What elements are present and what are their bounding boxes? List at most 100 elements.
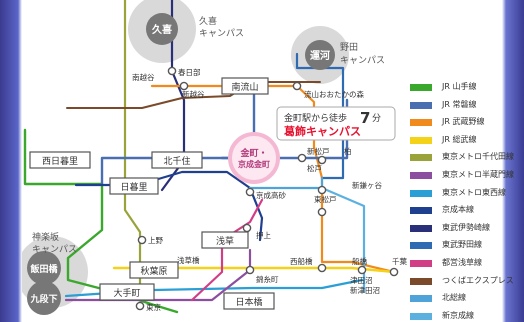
katsushika-callout [276, 106, 396, 141]
line-shinkeisei [320, 186, 366, 294]
legend-swatch [410, 224, 432, 232]
box-nihonbashi [223, 292, 275, 310]
kanamachi-station-highlight [228, 132, 280, 184]
legend-label: 東京メトロ半蔵門線 [442, 169, 514, 179]
legend-swatch [410, 242, 432, 250]
kuki-label-line1: 久喜 [199, 15, 217, 27]
station-dot-shinkoshigaya [179, 81, 189, 91]
box-asakusa [201, 231, 249, 249]
legend-swatch [410, 119, 432, 127]
legend-swatch [410, 277, 432, 285]
line-chiyoda [123, 0, 142, 292]
legend-item: 新京成線 [410, 309, 505, 322]
kudanshita-badge [27, 281, 61, 315]
legend-label: 京成本線 [442, 205, 474, 215]
station-dot-shinkamagaya [317, 207, 327, 217]
station-dot-kinshicho [245, 265, 255, 275]
station-otemachi: 大手町 [113, 287, 140, 299]
legend-item: JR 武蔵野線 [410, 115, 505, 133]
station-nishifunabashi: 西船橋 [290, 256, 313, 266]
kuki-campus-badge [146, 13, 178, 45]
station-dot-kasukabe [167, 66, 177, 76]
box-nippori [109, 177, 159, 195]
legend-swatch [410, 171, 432, 179]
station-chiba: 千葉 [392, 256, 407, 266]
legend-item: 北総線 [410, 291, 505, 309]
legend-item: 東京メトロ東西線 [410, 186, 506, 204]
station-matsudo: 松戸 [307, 163, 322, 173]
kagurazaka-label-line1: 神楽坂 [32, 231, 59, 243]
legend-item: 東京メトロ半蔵門線 [410, 168, 514, 186]
legend-label: 東武野田線 [442, 240, 482, 250]
line-joban [100, 98, 349, 186]
legend-swatch [410, 154, 432, 162]
legend-label: 東京メトロ東西線 [442, 187, 506, 197]
legend-swatch [410, 259, 432, 267]
legend-label: JR 常磐線 [442, 99, 477, 109]
station-dot-shinmatsudo [297, 153, 307, 163]
station-asakusa: 浅草 [216, 235, 234, 247]
iidabashi-badge-text: 飯田橋 [29, 263, 58, 275]
station-dot-matsudo [317, 155, 327, 165]
box-nishinippori [29, 151, 91, 169]
unga-campus-badge [305, 40, 335, 70]
callout-unit: 分 [372, 113, 381, 124]
station-dot-tokyo [135, 301, 145, 311]
legend-label: 東武伊勢崎線 [442, 222, 490, 232]
iidabashi-badge [27, 251, 61, 285]
line-tobu-noda [295, 52, 345, 180]
legend-item: 京成本線 [410, 203, 505, 221]
box-kitasenju [151, 151, 203, 169]
station-shinmatsudo: 新松戸 [307, 146, 330, 156]
station-funabashi: 船橋 [352, 256, 367, 266]
legend-swatch [410, 84, 432, 91]
unga-label-line1: 野田 [340, 42, 358, 53]
kudanshita-badge-text: 九段下 [29, 293, 57, 305]
station-dot-funabashi [357, 265, 367, 275]
station-tsudanuma: 津田沼 [350, 276, 373, 285]
legend-item: つくばエクスプレス [410, 274, 514, 292]
legend-label: JR 山手線 [442, 82, 477, 91]
line-asakusa [190, 198, 264, 302]
station-shinkamagaya: 新鎌ヶ谷 [352, 180, 382, 190]
line-legend: JR 山手線 JR 常磐線 JR 武蔵野線 JR 総武線東京メトロ千代田線東京メトロ半… [410, 80, 514, 322]
station-dot-oshiage [242, 223, 252, 233]
station-kitasenju: 北千住 [163, 155, 190, 167]
callout-line2: 葛飾キャンパス [283, 124, 361, 138]
legend-swatch [410, 312, 432, 320]
station-akihabara: 秋葉原 [140, 265, 167, 277]
station-keisei-takasago: 京成高砂 [256, 190, 286, 200]
station-tokyo: 東京 [146, 302, 161, 312]
station-dot-chiba [389, 267, 399, 277]
legend-item: 東京メトロ千代田線 [410, 150, 514, 168]
station-dot-nishifunabashi [317, 263, 327, 273]
legend-label: JR 総武線 [442, 134, 477, 144]
station-dot-ueno [137, 235, 147, 245]
legend-item: 東武伊勢崎線 [410, 221, 505, 239]
station-oshiage: 押上 [256, 230, 271, 240]
legend-swatch [410, 295, 432, 303]
kanamachi-label-line1: 金町・ [239, 147, 267, 159]
station-nagareyama-otaka: 流山おおたかの森 [304, 89, 364, 99]
legend-label: 東京メトロ千代田線 [442, 152, 514, 162]
box-minaminagareyama [221, 77, 269, 95]
station-kinshicho: 錦糸町 [256, 274, 279, 284]
legend-swatch [410, 189, 432, 197]
legend-swatch [410, 101, 432, 109]
station-nihonbashi: 日本橋 [235, 296, 262, 308]
kanamachi-label-line2: 京成金町 [238, 159, 270, 169]
legend-swatch [410, 207, 432, 215]
station-minamikoshigaya: 南越谷 [132, 72, 155, 82]
station-nippori: 日暮里 [120, 181, 147, 193]
station-dot-nagareyama-otaka [292, 81, 302, 91]
station-asakusabashi: 浅草橋 [177, 255, 200, 265]
route-map-svg: 久喜 久喜 キャンパス 運河 野田 キャンパス 飯田橋 九段下 神楽坂 キャンパ… [16, 0, 407, 315]
legend-label: 北総線 [442, 293, 466, 303]
legend-item: 東武野田線 [410, 238, 505, 256]
callout-number: 7 [360, 109, 370, 127]
legend-label: JR 武蔵野線 [442, 117, 485, 127]
callout-line1: 金町駅から徒歩 [284, 112, 347, 124]
station-higashimatsudo: 東松戸 [314, 194, 337, 204]
kuki-badge-text: 久喜 [151, 23, 172, 36]
